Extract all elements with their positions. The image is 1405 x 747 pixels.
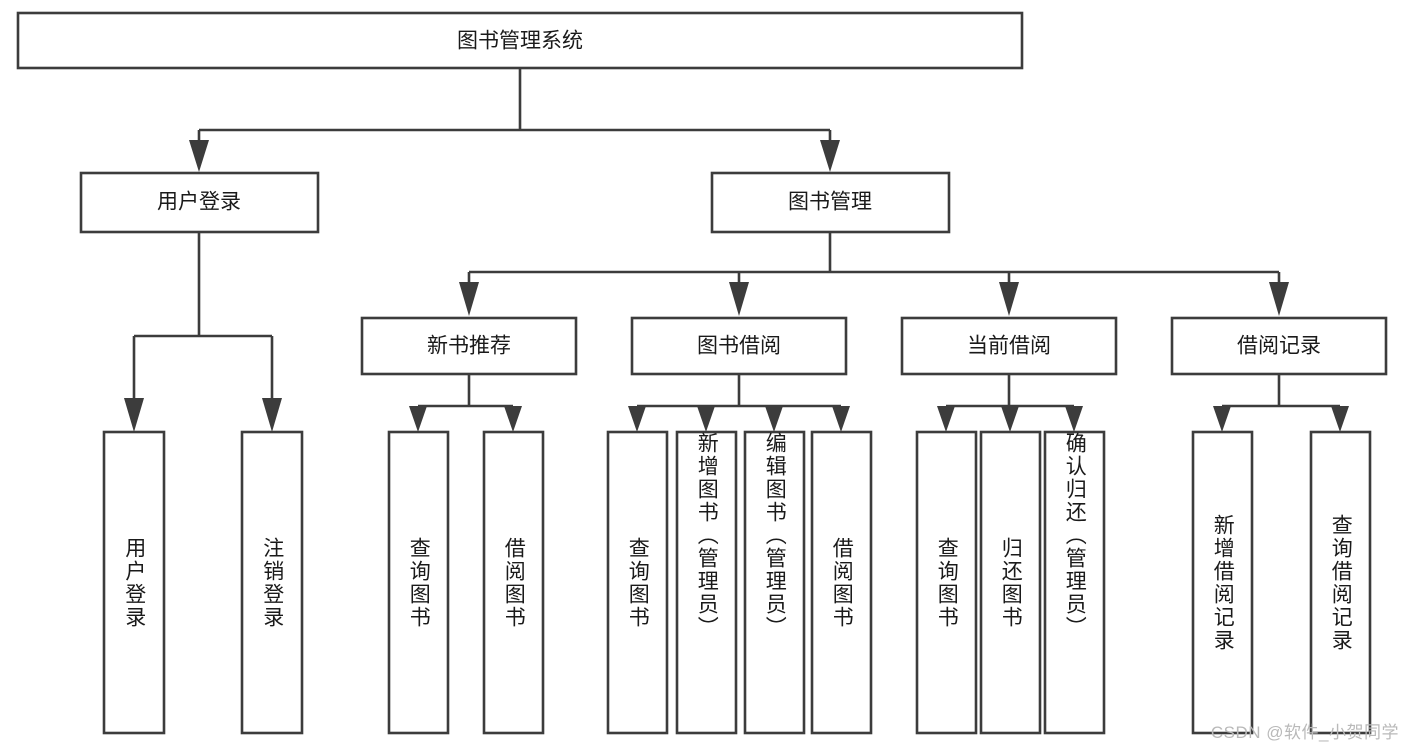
arrow-book-mgmt-to-new-book bbox=[459, 282, 479, 316]
node-user-login-label: 用户登录 bbox=[157, 191, 241, 214]
node-book-management-label: 图书管理 bbox=[788, 191, 872, 214]
node-root[interactable] bbox=[16, 11, 1024, 70]
node-book-management[interactable] bbox=[710, 171, 951, 234]
node-borrow-record-label: 借阅记录 bbox=[1237, 335, 1321, 358]
leaf-box-new-book-1[interactable] bbox=[387, 430, 450, 735]
node-borrow-record[interactable] bbox=[1170, 316, 1388, 376]
arrow-book-mgmt-to-current bbox=[999, 282, 1019, 316]
arrow-new-book-leaf-2 bbox=[504, 406, 522, 432]
arrow-root-to-book-mgmt bbox=[820, 140, 840, 172]
arrow-record-leaf-2 bbox=[1331, 406, 1349, 432]
node-current-borrow-label: 当前借阅 bbox=[967, 335, 1051, 358]
node-new-book-recommend[interactable] bbox=[360, 316, 578, 376]
leaf-box-current-3[interactable] bbox=[1043, 430, 1106, 735]
leaf-box-current-2[interactable] bbox=[979, 430, 1042, 735]
arrow-record-leaf-1 bbox=[1213, 406, 1231, 432]
arrow-new-book-leaf-1 bbox=[409, 406, 427, 432]
arrow-book-mgmt-to-record bbox=[1269, 282, 1289, 316]
node-book-borrow-label: 图书借阅 bbox=[697, 335, 781, 358]
leaf-box-user-login-2[interactable] bbox=[240, 430, 304, 735]
node-book-borrow[interactable] bbox=[630, 316, 848, 376]
arrow-current-leaf-1 bbox=[937, 406, 955, 432]
leaf-box-current-1[interactable] bbox=[915, 430, 978, 735]
arrow-current-leaf-3 bbox=[1065, 406, 1083, 432]
leaf-box-borrow-2[interactable] bbox=[675, 430, 738, 735]
node-user-login[interactable] bbox=[79, 171, 320, 234]
arrow-borrow-leaf-2 bbox=[697, 406, 715, 432]
leaf-box-borrow-3[interactable] bbox=[743, 430, 806, 735]
arrow-root-to-user-login bbox=[189, 140, 209, 172]
watermark-text: CSDN @软件_小贺同学 bbox=[1210, 723, 1399, 742]
arrow-borrow-leaf-1 bbox=[628, 406, 646, 432]
leaf-box-record-2[interactable] bbox=[1309, 430, 1372, 735]
arrow-current-leaf-2 bbox=[1001, 406, 1019, 432]
arrow-borrow-leaf-4 bbox=[832, 406, 850, 432]
arrow-borrow-leaf-3 bbox=[765, 406, 783, 432]
arrow-book-mgmt-to-borrow bbox=[729, 282, 749, 316]
leaf-box-borrow-4[interactable] bbox=[810, 430, 873, 735]
leaf-box-record-1[interactable] bbox=[1191, 430, 1254, 735]
leaf-box-borrow-1[interactable] bbox=[606, 430, 669, 735]
leaf-box-new-book-2[interactable] bbox=[482, 430, 545, 735]
node-new-book-recommend-label: 新书推荐 bbox=[427, 335, 511, 358]
node-root-label: 图书管理系统 bbox=[457, 30, 583, 53]
arrow-user-login-leaf-1 bbox=[124, 398, 144, 432]
leaf-box-user-login-1[interactable] bbox=[102, 430, 166, 735]
node-current-borrow[interactable] bbox=[900, 316, 1118, 376]
arrow-user-login-leaf-2 bbox=[262, 398, 282, 432]
